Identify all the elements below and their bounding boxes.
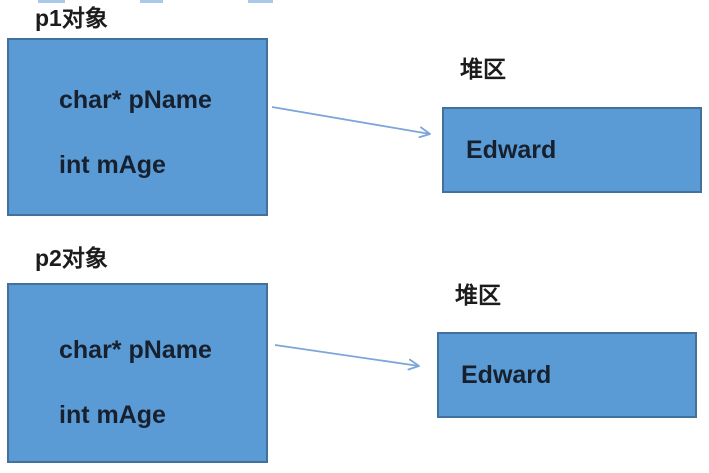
pointer-arrow-p2-to-heap bbox=[274, 344, 420, 371]
field-pname: char* pName bbox=[59, 86, 212, 114]
top-edge-artifact bbox=[248, 0, 273, 3]
object-label-p2: p2对象 bbox=[35, 245, 108, 271]
object-label-p1: p1对象 bbox=[35, 5, 108, 31]
top-edge-artifact bbox=[140, 0, 163, 3]
heap-box-bottom: Edward bbox=[437, 332, 697, 418]
top-edge-artifact bbox=[38, 0, 65, 3]
heap-value-bottom: Edward bbox=[461, 360, 552, 389]
object-box-p1: char* pName int mAge bbox=[7, 38, 268, 216]
heap-label-bottom: 堆区 bbox=[455, 282, 501, 308]
field-mage: int mAge bbox=[59, 151, 166, 179]
heap-label-top: 堆区 bbox=[460, 56, 506, 82]
heap-value-top: Edward bbox=[466, 135, 557, 164]
field-pname: char* pName bbox=[59, 336, 212, 364]
field-mage: int mAge bbox=[59, 401, 166, 429]
pointer-arrow-p1-to-heap bbox=[271, 106, 431, 139]
object-box-p2: char* pName int mAge bbox=[7, 283, 268, 463]
heap-box-top: Edward bbox=[442, 107, 702, 193]
